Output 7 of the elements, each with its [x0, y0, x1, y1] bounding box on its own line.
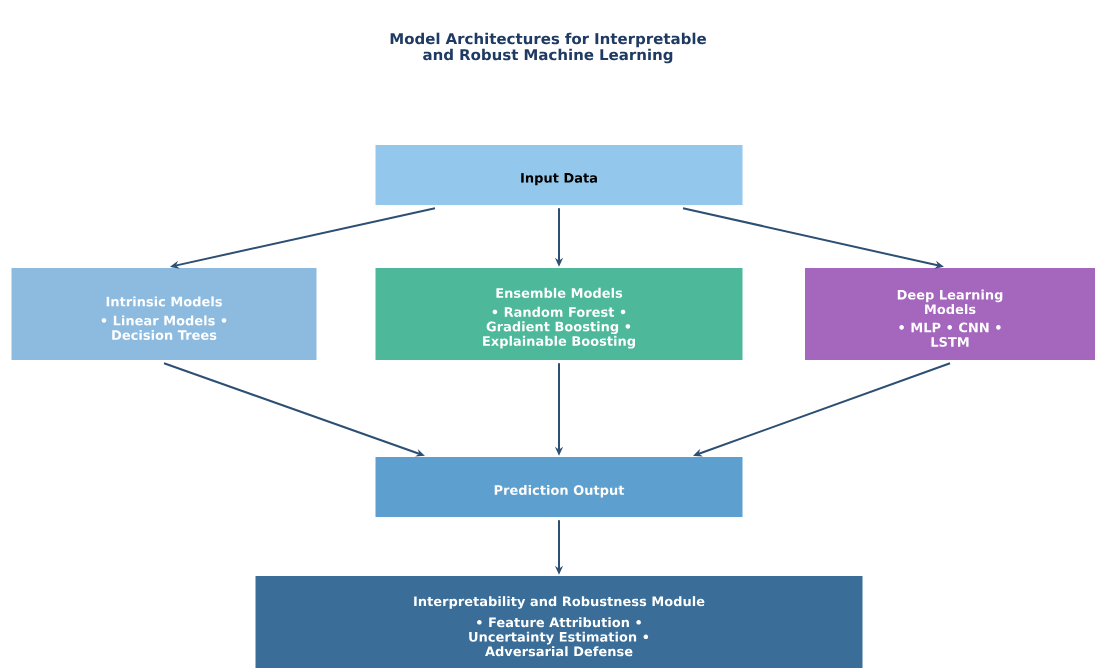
process-box: Intrinsic Models • Linear Models • Decision Trees: [11, 268, 317, 360]
process-box: Input Data: [375, 145, 743, 205]
process-box: Interpretability and Robustness Module • Feature Attribution • Uncertainty Estimation • Adversarial Defense: [255, 576, 863, 668]
process-box: Prediction Output: [375, 457, 743, 517]
process-box: Ensemble Models • Random Forest • Gradient Boosting • Explainable Boosting: [375, 268, 743, 360]
title: Model Architectures for Interpretable and Robust Machine Learning: [390, 32, 706, 64]
process-box: Deep Learning Models • MLP • CNN • LSTM: [805, 268, 1095, 360]
